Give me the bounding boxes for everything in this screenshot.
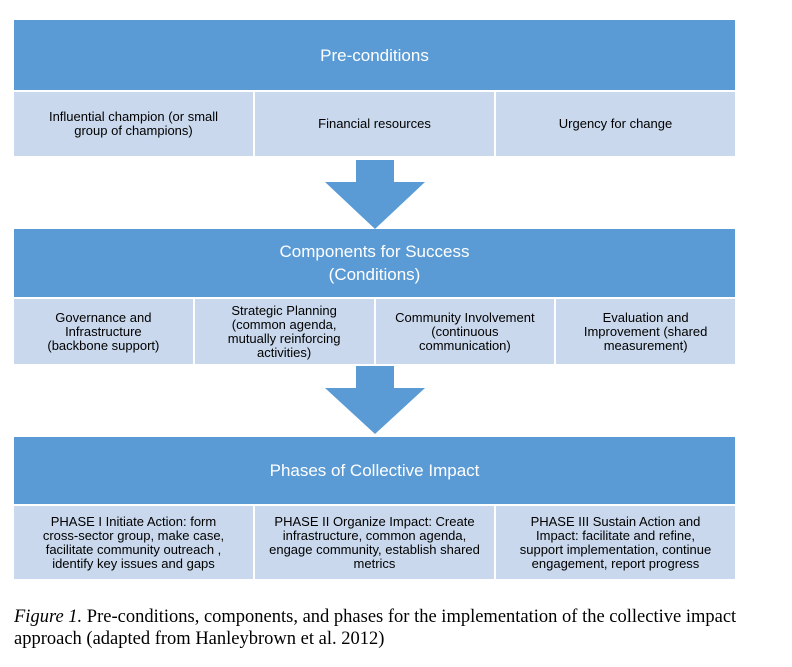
phase-1: PHASE I Initiate Action: form cross-sect… xyxy=(14,506,253,579)
precondition-financial: Financial resources xyxy=(255,92,494,156)
phase-2: PHASE II Organize Impact: Create infrast… xyxy=(255,506,494,579)
components-title: Components for Success (Conditions) xyxy=(279,242,470,284)
precondition-champion: Influential champion (or small group of … xyxy=(14,92,253,156)
components-row: Governance and Infrastructure (backbone … xyxy=(14,299,735,364)
figure-caption-text: Pre-conditions, components, and phases f… xyxy=(14,607,737,649)
phases-row: PHASE I Initiate Action: form cross-sect… xyxy=(14,506,735,579)
phases-header: Phases of Collective Impact xyxy=(14,437,735,504)
phases-title: Phases of Collective Impact xyxy=(269,461,480,480)
components-header: Components for Success (Conditions) xyxy=(14,229,735,297)
figure-label: Figure 1. xyxy=(14,607,83,627)
component-strategic-planning: Strategic Planning (common agenda, mutua… xyxy=(194,299,374,364)
figure-caption: Figure 1. Pre-conditions, components, an… xyxy=(14,606,784,650)
component-governance: Governance and Infrastructure (backbone … xyxy=(14,299,193,364)
component-community-involvement: Community Involvement (continuous commun… xyxy=(375,299,555,364)
preconditions-header: Pre-conditions xyxy=(14,20,735,90)
precondition-urgency: Urgency for change xyxy=(496,92,735,156)
preconditions-title: Pre-conditions xyxy=(320,45,429,65)
preconditions-row: Influential champion (or small group of … xyxy=(14,92,735,156)
phase-3: PHASE III Sustain Action and Impact: fac… xyxy=(496,506,735,579)
component-evaluation: Evaluation and Improvement (shared measu… xyxy=(556,299,735,364)
